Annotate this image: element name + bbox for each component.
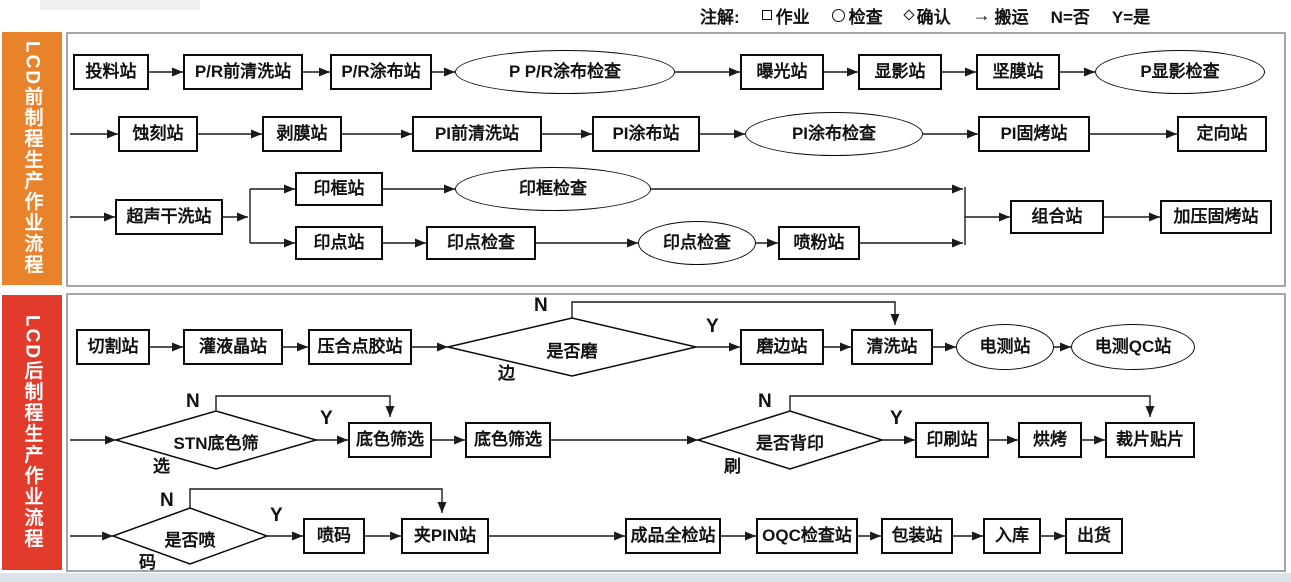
station-box: 定向站	[1177, 116, 1267, 152]
arrow-icon: →	[972, 5, 991, 25]
station-box: 加压固烤站	[1160, 200, 1272, 234]
station-box: 底色筛选	[348, 422, 432, 458]
back-section-title: LCD后制程生产作业流程	[21, 315, 43, 550]
station-box: 组合站	[1010, 200, 1104, 234]
legend-label: Y=是	[1111, 7, 1151, 27]
decision-diamond	[110, 507, 270, 565]
legend-label: 检查	[848, 7, 883, 27]
station-box: PI固烤站	[978, 116, 1090, 152]
check-ellipse: PI涂布检查	[745, 112, 923, 156]
branch-label-n: N	[534, 295, 548, 316]
station-box: 蚀刻站	[118, 116, 198, 152]
decision-label-wrap: 码	[139, 553, 156, 572]
station-box: 印框站	[295, 172, 383, 206]
check-ellipse: 电测站	[956, 324, 1054, 370]
front-section-title: LCD前制程生产作业流程	[21, 41, 43, 276]
front-section-bar: LCD前制程生产作业流程	[2, 32, 62, 285]
decision-diamond	[447, 317, 697, 377]
station-box: 印点检查	[426, 226, 536, 260]
legend-label: 确认	[916, 7, 951, 27]
legend-item-inspection: 检查	[831, 3, 883, 28]
station-box: 灌液晶站	[183, 329, 283, 365]
station-box: 印刷站	[915, 422, 989, 458]
station-box: 显影站	[858, 54, 942, 90]
check-ellipse: P显影检查	[1095, 50, 1265, 94]
station-box: 磨边站	[740, 329, 824, 365]
decision-label: STN底色筛	[173, 434, 259, 453]
station-box: P/R前清洗站	[183, 54, 303, 90]
decision-diamonds	[110, 317, 885, 565]
branch-label-y: Y	[270, 505, 283, 526]
decision-label: 是否背印	[756, 434, 824, 453]
branch-label-n: N	[160, 490, 174, 511]
legend-item-yes: Y=是	[1112, 3, 1150, 28]
legend-title: 注解:	[700, 7, 740, 27]
station-box: 超声干洗站	[115, 199, 223, 235]
top-tab	[40, 0, 200, 10]
check-ellipse: 印点检查	[638, 221, 756, 265]
station-box: 成品全检站	[625, 518, 721, 554]
station-box: OQC检查站	[756, 518, 858, 554]
station-box: 喷粉站	[778, 226, 860, 260]
station-box: 剥膜站	[262, 116, 342, 152]
decision-diamond	[695, 410, 885, 470]
decision-label: 是否喷	[164, 531, 216, 550]
station-box: 夹PIN站	[401, 518, 489, 554]
decision-label-wrap: 边	[498, 364, 515, 383]
decision-label-wrap: 刷	[724, 457, 741, 476]
station-box: PI涂布站	[592, 116, 700, 152]
station-box: 投料站	[73, 54, 149, 90]
station-box: 出货	[1065, 518, 1123, 554]
legend-item-operation: 作业	[761, 3, 810, 28]
legend-label: 作业	[775, 7, 810, 27]
decision-label: 是否磨	[546, 342, 598, 361]
station-box: P/R涂布站	[330, 54, 432, 90]
check-ellipse: P P/R涂布检查	[455, 50, 675, 94]
station-box: 包装站	[881, 518, 953, 554]
legend-item-no: N=否	[1051, 3, 1090, 28]
circle-icon	[831, 8, 845, 22]
legend-label: 搬运	[994, 7, 1029, 27]
station-box: 入库	[983, 518, 1041, 554]
connectors-back	[70, 301, 1155, 541]
station-box: 曝光站	[740, 54, 824, 90]
branch-label-n: N	[758, 391, 772, 412]
branch-label-n: N	[186, 391, 200, 412]
station-box: 坚膜站	[976, 54, 1060, 90]
station-box: 切割站	[76, 329, 150, 365]
legend-label: N=否	[1050, 7, 1090, 27]
station-box: 裁片贴片	[1105, 422, 1195, 458]
legend-item-confirm: 确认	[903, 3, 951, 28]
branch-label-y: Y	[320, 408, 333, 429]
station-box: 喷码	[303, 518, 365, 554]
bottom-strip	[0, 573, 1291, 582]
decision-diamond	[113, 410, 319, 470]
connectors-front	[70, 67, 1177, 248]
back-section-bar: LCD后制程生产作业流程	[2, 295, 62, 570]
branch-label-y: Y	[706, 316, 719, 337]
legend: 注解: 作业 检查 确认 → 搬运 N=否 Y=是	[700, 3, 1150, 27]
station-box: 清洗站	[851, 329, 933, 365]
station-box: 压合点胶站	[308, 329, 412, 365]
check-ellipse: 电测QC站	[1071, 324, 1195, 370]
check-ellipse: 印框检查	[455, 167, 651, 211]
branch-label-y: Y	[890, 408, 903, 429]
decision-label-wrap: 选	[153, 457, 170, 476]
station-box: 烘烤	[1018, 422, 1082, 458]
legend-item-transport: → 搬运	[973, 3, 1029, 28]
square-icon	[761, 10, 772, 20]
station-box: 印点站	[295, 226, 383, 260]
station-box: PI前清洗站	[412, 116, 542, 152]
station-box: 底色筛选	[465, 422, 551, 458]
